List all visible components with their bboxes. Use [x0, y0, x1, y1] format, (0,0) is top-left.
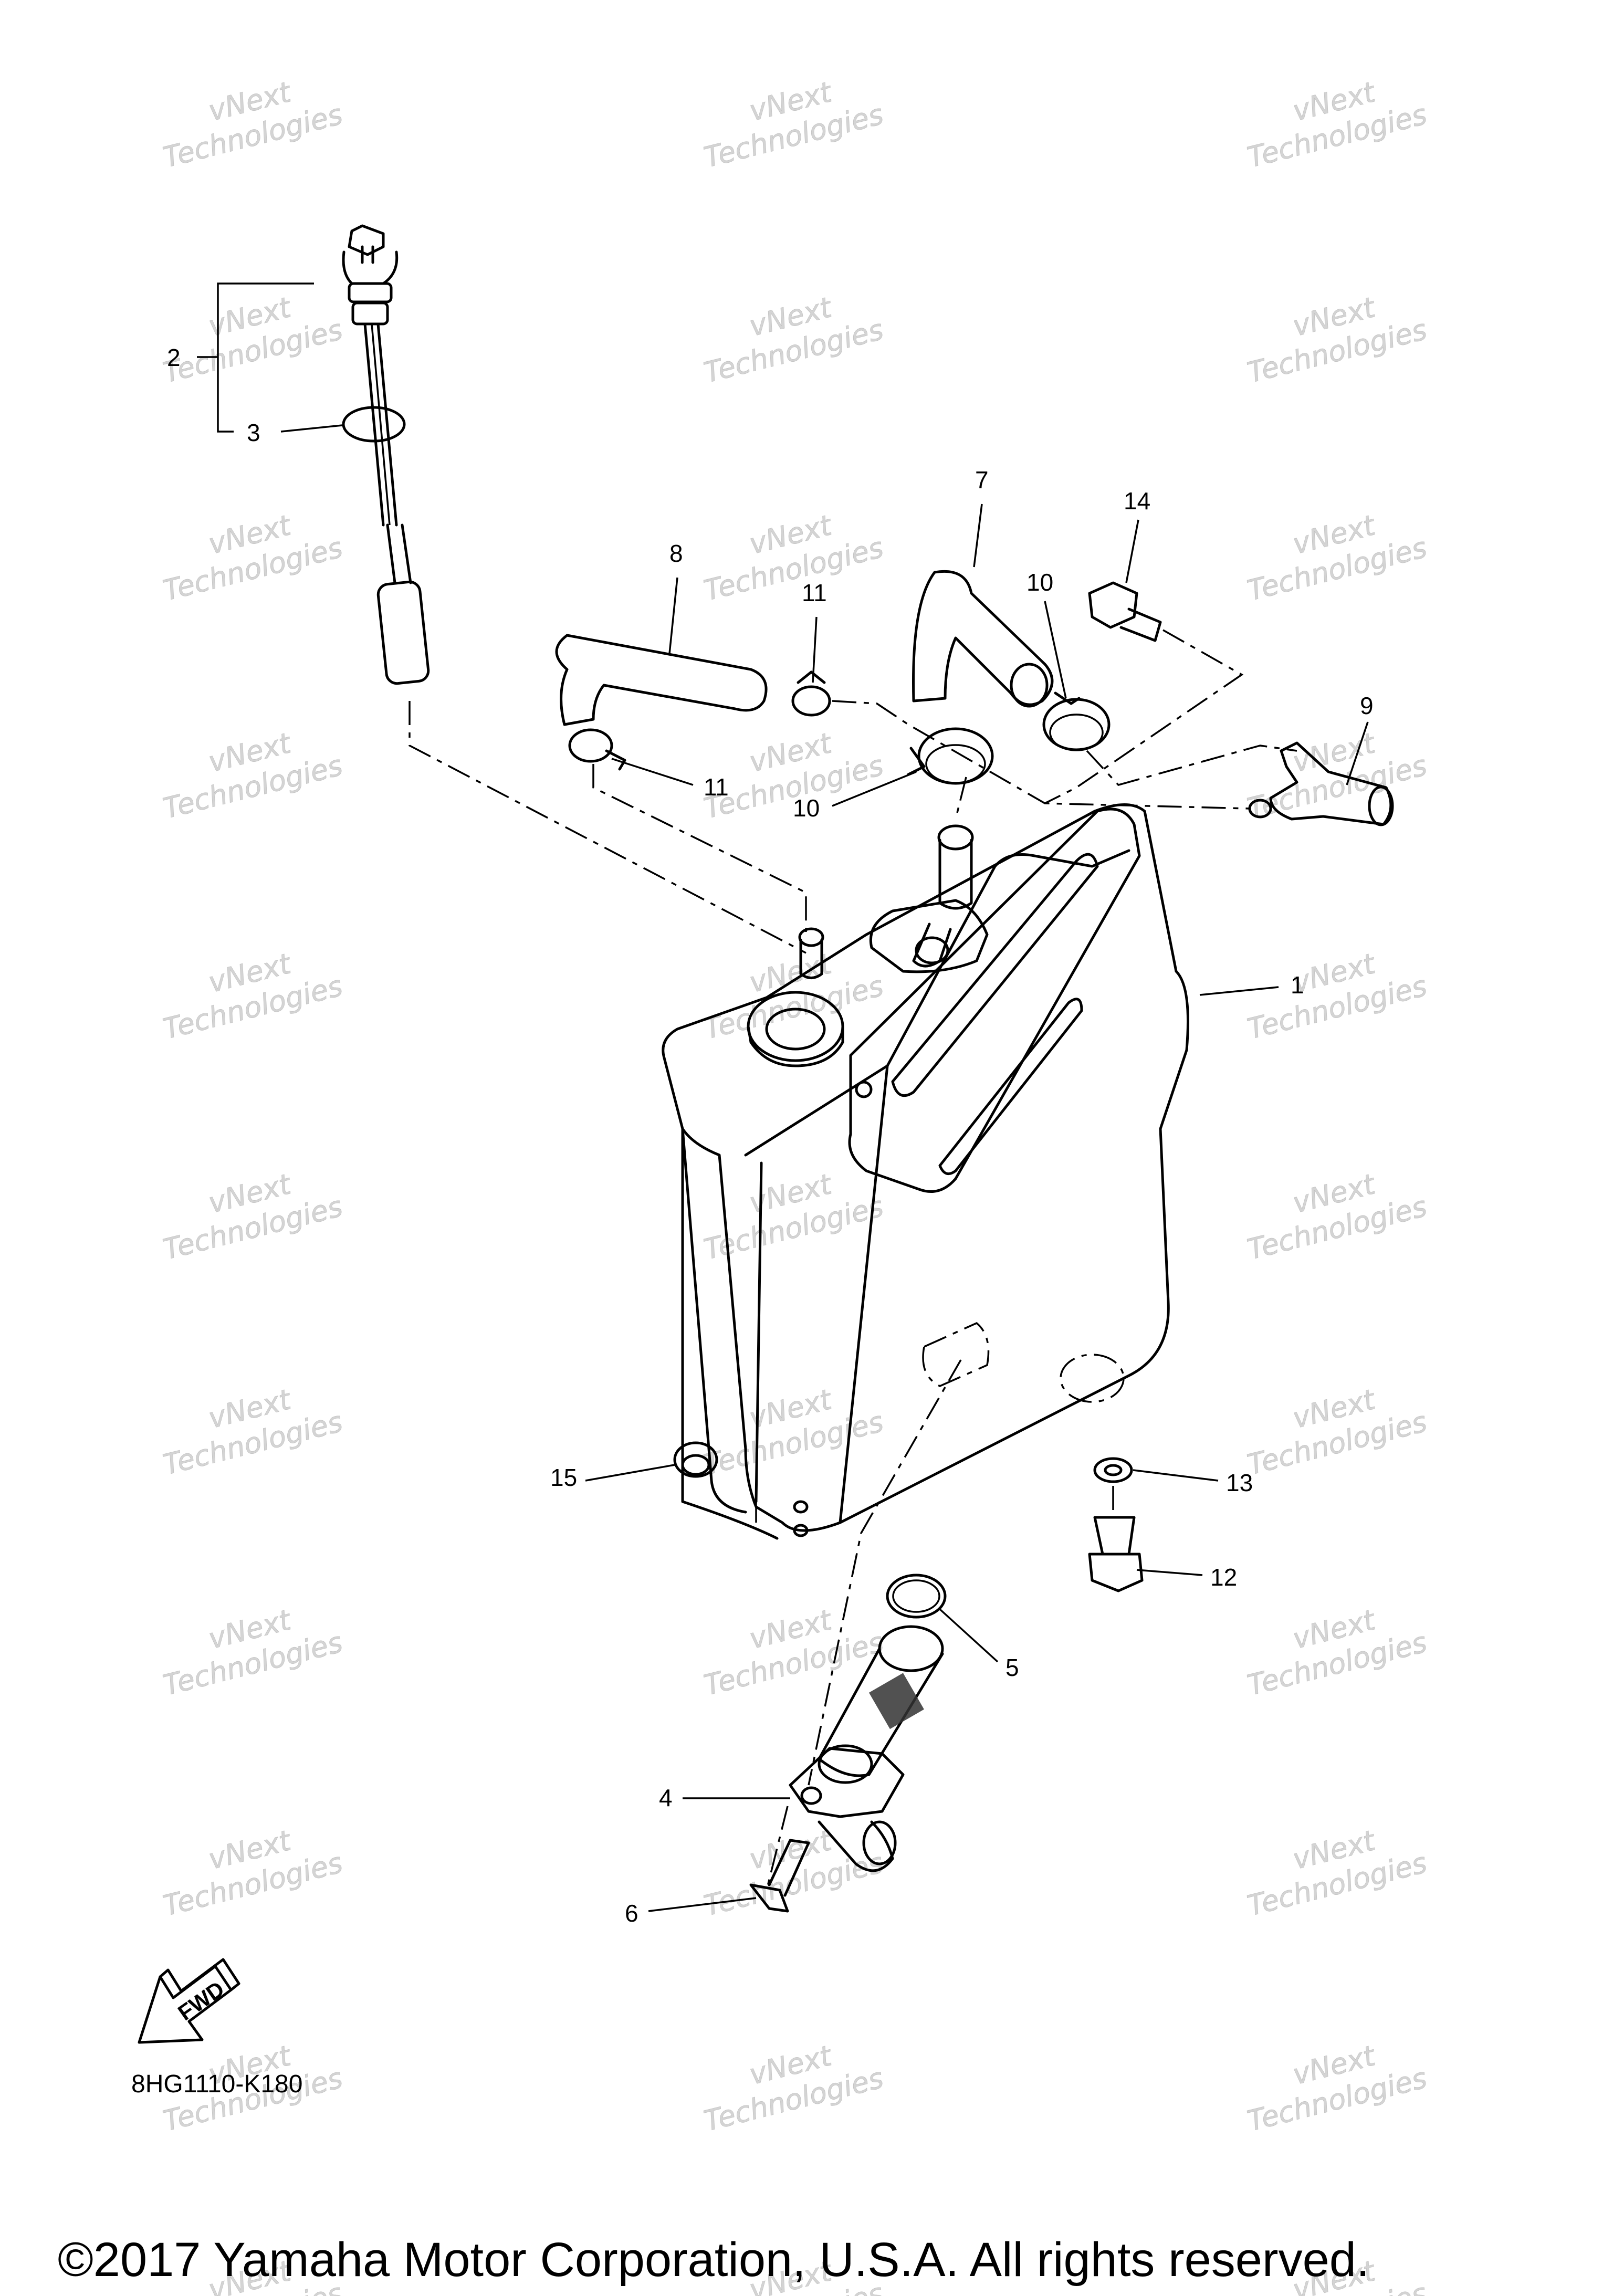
oil-tank — [662, 803, 1189, 1540]
hose-8 — [555, 634, 768, 726]
callout-10a: 10 — [1027, 569, 1053, 596]
clamp-11-b — [568, 728, 626, 771]
oil-strainer-4 — [789, 1625, 944, 1872]
callout-13: 13 — [1226, 1469, 1253, 1496]
assembly-lines — [409, 629, 1297, 1891]
callout-5: 5 — [1005, 1654, 1019, 1681]
callout-9: 9 — [1360, 692, 1374, 719]
callout-2: 2 — [167, 344, 181, 371]
strainer-mesh — [868, 1673, 924, 1729]
callout-15: 15 — [550, 1464, 577, 1491]
callout-3: 3 — [247, 419, 260, 446]
bolt-14 — [1088, 581, 1162, 642]
clamp-10-b — [907, 727, 994, 785]
callouts: 1 2 3 4 5 6 7 8 9 10 10 11 11 12 13 14 1… — [167, 344, 1374, 1927]
callout-11b: 11 — [704, 773, 729, 801]
callout-7: 7 — [975, 466, 989, 494]
callout-10b: 10 — [793, 794, 820, 822]
callout-11a: 11 — [802, 579, 827, 606]
washer-13 — [1093, 1457, 1133, 1483]
clamp-11-a — [791, 670, 831, 717]
fwd-arrow-icon: FWD — [138, 1958, 240, 2044]
diagram-code: 8HG1110-K180 — [131, 2070, 302, 2098]
grommet-15 — [673, 1441, 718, 1478]
callout-12: 12 — [1210, 1564, 1237, 1591]
callout-14: 14 — [1124, 487, 1150, 515]
callout-6: 6 — [625, 1900, 638, 1927]
o-ring-5 — [886, 1574, 947, 1619]
copyright-notice: ©2017 Yamaha Motor Corporation, U.S.A. A… — [58, 2233, 1369, 2287]
bolt-12 — [1088, 1516, 1144, 1592]
leader-lines — [585, 504, 1369, 1912]
callout-1: 1 — [1291, 971, 1304, 999]
bolt-6 — [749, 1839, 810, 1913]
callout-8: 8 — [669, 540, 683, 567]
callout-4: 4 — [659, 1784, 673, 1811]
clamp-10-a — [1042, 691, 1111, 751]
oil-level-sensor — [342, 224, 430, 685]
